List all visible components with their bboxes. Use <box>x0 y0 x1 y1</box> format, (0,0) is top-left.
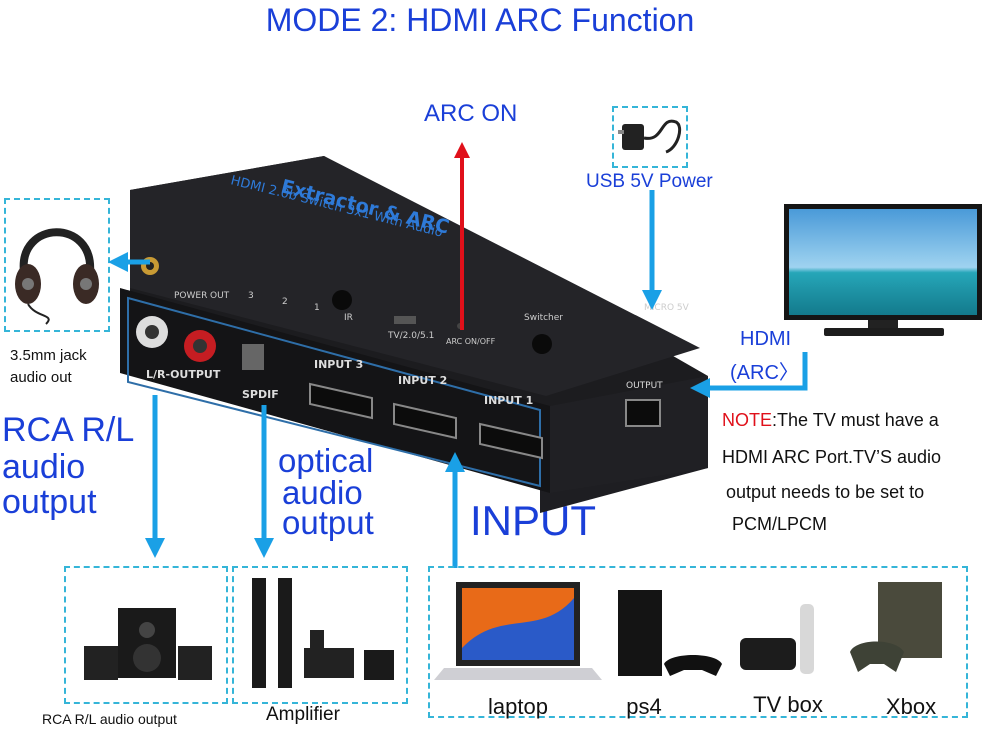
amplifier-label: Amplifier <box>266 704 340 725</box>
spdif-label: SPDIF <box>242 388 279 401</box>
arc-on-label: ARC ON <box>424 100 518 127</box>
led-2-label: 2 <box>282 297 288 307</box>
input-label: INPUT <box>470 497 596 544</box>
output-label: OUTPUT <box>626 381 663 391</box>
power-led-label: POWER <box>174 291 207 301</box>
lr-output-label: L/R-OUTPUT <box>146 368 221 381</box>
note-line3: output needs to be set to <box>726 482 925 502</box>
ps4-label: ps4 <box>626 694 662 719</box>
amplifier-box <box>232 566 408 704</box>
input3-label: INPUT 3 <box>314 358 363 371</box>
micro-label: MICRO 5V <box>644 303 690 313</box>
input-devices-icons <box>434 582 942 680</box>
led-3-label: 3 <box>248 291 254 301</box>
tvbox-label: TV box <box>753 692 823 717</box>
out-led-label: OUT <box>210 291 230 301</box>
note-line2: HDMI ARC Port.TV’S audio <box>722 447 942 467</box>
jack-label-line1: 3.5mm jack <box>10 347 87 364</box>
rca-speakers-box <box>64 566 228 704</box>
rca-speakers-label: RCA R/L audio output <box>42 711 177 727</box>
ir-label: IR <box>344 313 353 323</box>
amplifier-icon <box>252 578 394 688</box>
speakers-icon <box>84 608 212 680</box>
page-title: MODE 2: HDMI ARC Function <box>265 2 695 38</box>
power-adapter-icon <box>618 119 682 154</box>
hdmi-arc-label-line2: (ARC〉 <box>730 362 799 384</box>
input1-label: INPUT 1 <box>484 394 533 407</box>
tv-mode-label: TV/2.0/5.1 <box>387 331 434 341</box>
headphones-icon <box>15 228 99 325</box>
input2-label: INPUT 2 <box>398 374 447 387</box>
laptop-label: laptop <box>488 694 548 719</box>
input-devices-box <box>428 566 968 718</box>
switcher-label: Switcher <box>524 313 563 323</box>
note-text1: :The TV must have a <box>772 410 939 430</box>
hdmi-arc-label-line1: HDMI <box>740 328 792 350</box>
arc-onoff-label: ARC ON/OFF <box>446 337 496 346</box>
note-line1: NOTE:The TV must have a <box>722 404 939 437</box>
jack-label-line2: audio out <box>10 369 72 386</box>
optical-label-line2: audio <box>282 474 363 511</box>
rca-label-line2: audio <box>2 448 86 486</box>
optical-label-line1: optical <box>278 442 374 479</box>
led-1-label: 1 <box>314 303 320 313</box>
usb-power-label: USB 5V Power <box>586 171 713 192</box>
hdmi-switch-device: HDMI 2.0b Switch 3x1 With Audio Extracto… <box>120 156 708 513</box>
xbox-label: Xbox <box>885 694 937 719</box>
note-line4: PCM/LPCM <box>732 514 828 534</box>
tv-icon <box>784 204 982 336</box>
note-prefix: NOTE <box>722 410 773 430</box>
rca-label-line3: output <box>2 483 97 521</box>
rca-label-line1: RCA R/L <box>2 411 135 449</box>
optical-label-line3: output <box>282 504 374 541</box>
usb-adapter-box <box>612 106 688 168</box>
